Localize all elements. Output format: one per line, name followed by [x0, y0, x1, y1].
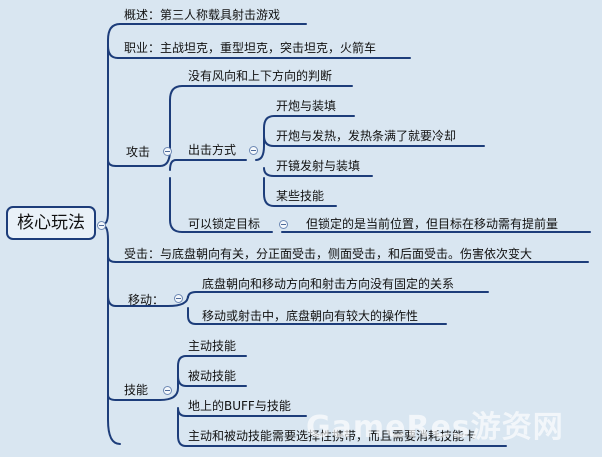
- root-node[interactable]: 核心玩法: [6, 206, 96, 240]
- node-lock-note[interactable]: 但锁定的是当前位置，但目标在移动需有提前量: [306, 217, 559, 231]
- move-item[interactable]: 底盘朝向和移动方向和射击方向没有固定的关系: [202, 277, 455, 291]
- skill-item[interactable]: 主动和被动技能需要选择性携带，而且需要消耗技能卡: [188, 429, 477, 443]
- node-attack[interactable]: 攻击: [126, 145, 151, 159]
- move-item[interactable]: 移动或射击中，底盘朝向有较大的操作性: [202, 309, 419, 323]
- collapse-icon[interactable]: [97, 221, 106, 230]
- fire-mode-item[interactable]: 开炮与装填: [276, 99, 337, 113]
- collapse-icon[interactable]: [279, 220, 288, 229]
- skill-item[interactable]: 主动技能: [188, 339, 237, 353]
- node-move[interactable]: 移动：: [128, 293, 165, 307]
- collapse-icon[interactable]: [174, 294, 183, 303]
- collapse-icon[interactable]: [163, 147, 172, 156]
- watermark-logo: GameRes游资网: [306, 410, 564, 445]
- skill-item[interactable]: 被动技能: [188, 369, 237, 383]
- fire-mode-item[interactable]: 开炮与发热，发热条满了就要冷却: [276, 129, 457, 143]
- fire-mode-item[interactable]: 开镜发射与装填: [276, 159, 361, 173]
- collapse-icon[interactable]: [163, 386, 172, 395]
- node-fire-mode[interactable]: 出击方式: [188, 143, 237, 157]
- node-profession[interactable]: 职业：主战坦克，重型坦克，突击坦克，火箭车: [124, 41, 377, 55]
- fire-mode-item[interactable]: 某些技能: [276, 189, 325, 203]
- node-no-wind[interactable]: 没有风向和上下方向的判断: [188, 69, 333, 83]
- skill-item[interactable]: 地上的BUFF与技能: [188, 399, 291, 413]
- node-overview[interactable]: 概述：第三人称载具射击游戏: [124, 8, 281, 22]
- node-skill[interactable]: 技能: [124, 383, 149, 397]
- node-lock-target[interactable]: 可以锁定目标: [188, 217, 261, 231]
- collapse-icon[interactable]: [249, 146, 258, 155]
- node-hit[interactable]: 受击：与底盘朝向有关，分正面受击，侧面受击，和后面受击。伤害依次变大: [124, 247, 533, 261]
